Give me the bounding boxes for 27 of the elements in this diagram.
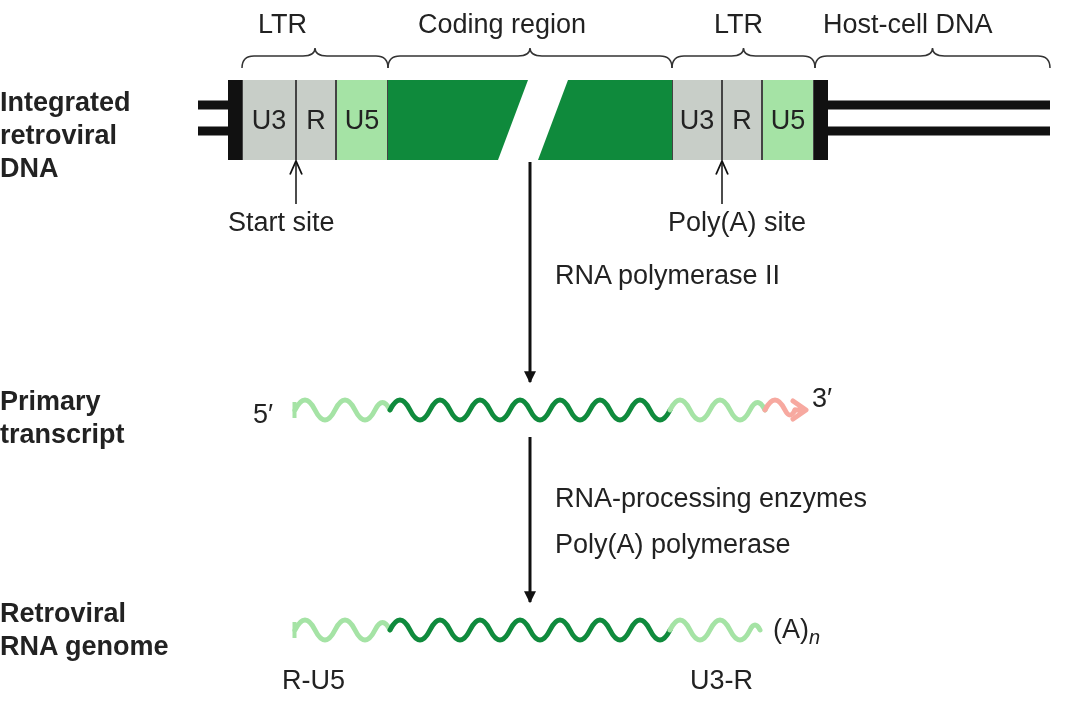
site-label: Poly(A) site xyxy=(668,206,807,238)
segment-label: U3-R xyxy=(690,664,753,696)
arrow xyxy=(524,437,536,604)
arrow xyxy=(524,162,536,384)
site-label: Start site xyxy=(228,206,335,238)
leader-arrow xyxy=(715,160,729,205)
region-label: Coding region xyxy=(418,8,587,40)
segment-box: U3 xyxy=(672,80,722,160)
row-label: Primary transcript xyxy=(0,385,126,451)
end-label: 3′ xyxy=(812,382,833,414)
segment-box: R xyxy=(296,80,336,160)
end-label: (A)$_{n}$ xyxy=(773,613,821,651)
coding-region-box xyxy=(538,80,672,160)
row-label: Retroviral RNA genome xyxy=(0,597,170,663)
end-label: 5′ xyxy=(253,398,274,430)
segment-box: U3 xyxy=(242,80,296,160)
segment-box: R xyxy=(722,80,762,160)
region-label: LTR xyxy=(714,8,763,40)
leader-arrow xyxy=(289,160,303,205)
dna-bar xyxy=(228,80,828,160)
segment-box: U5 xyxy=(336,80,388,160)
segment-box: U5 xyxy=(762,80,814,160)
coding-region-box xyxy=(388,80,528,160)
segment-label: R-U5 xyxy=(282,664,345,696)
row-label: Integrated retroviral DNA xyxy=(0,86,132,185)
region-label: Host-cell DNA xyxy=(823,8,993,40)
region-label: LTR xyxy=(258,8,307,40)
